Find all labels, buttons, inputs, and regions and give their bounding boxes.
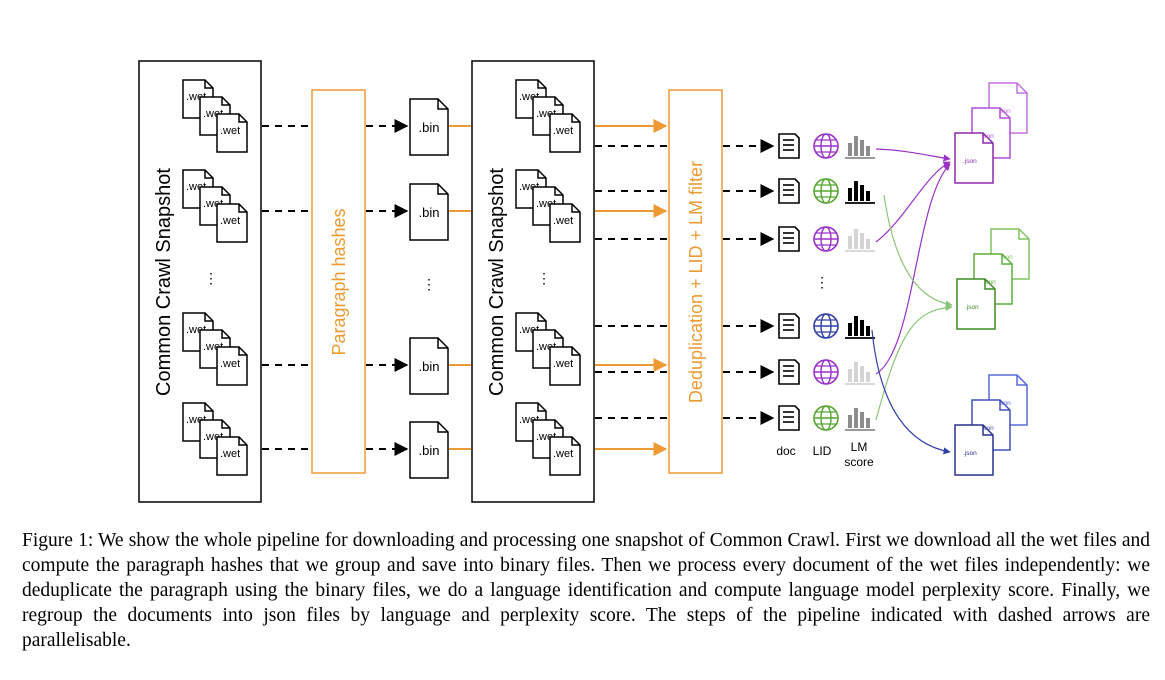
processed-row <box>778 359 875 385</box>
regroup-curve <box>871 329 951 455</box>
ellipsis-right: ⋮ <box>537 270 551 286</box>
ellipsis-bin: ⋮ <box>422 276 436 292</box>
wet-file-stacks-left: .wet.wet.wet.wet.wet.wet.wet.wet.wet.wet… <box>182 79 248 476</box>
bar-chart-bar <box>866 239 870 249</box>
file-icon <box>954 424 994 476</box>
wet-file-stacks-right: .wet.wet.wet.wet.wet.wet.wet.wet.wet.wet… <box>515 79 581 476</box>
snapshot-label-right: Common Crawl Snapshot <box>486 168 508 396</box>
json-label: .json <box>963 158 977 165</box>
doc-column-label: doc <box>776 444 795 458</box>
regroup-curves <box>871 148 953 455</box>
file-label: .wet <box>553 125 573 137</box>
file-icon <box>409 337 449 395</box>
bin-label: .bin <box>419 205 440 220</box>
bar-chart-bar <box>860 233 864 249</box>
score-column-label: score <box>844 455 874 469</box>
bar-chart-bar <box>860 185 864 201</box>
bar-chart-bar <box>848 188 852 201</box>
bar-chart-bar <box>854 136 858 156</box>
json-label: .json <box>963 450 977 457</box>
bar-chart-bar <box>866 146 870 156</box>
bin-files: .bin .bin .bin .bin <box>409 98 449 479</box>
file-label: .wet <box>220 448 240 460</box>
file-icon <box>409 98 449 156</box>
ellipsis-left: ⋮ <box>204 270 218 286</box>
file-label: .wet <box>220 125 240 137</box>
file-label: .wet <box>553 358 573 370</box>
file-label: .wet <box>220 215 240 227</box>
json-label: .json <box>965 304 979 311</box>
file-icon <box>549 346 581 386</box>
lid-column-label: LID <box>813 444 832 458</box>
file-icon <box>216 436 248 476</box>
file-icon <box>216 203 248 243</box>
bin-label: .bin <box>419 359 440 374</box>
bar-chart-bar <box>848 369 852 382</box>
json-file-stacks: .json.json.json.json.json.json.json.json… <box>954 82 1030 476</box>
bar-chart-bar <box>854 229 858 249</box>
regroup-curve <box>875 163 951 375</box>
regroup-curve <box>875 148 951 162</box>
file-icon <box>956 278 996 330</box>
file-icon <box>549 113 581 153</box>
snapshot-box-left <box>138 60 262 503</box>
paragraph-hashes-label: Paragraph hashes <box>329 208 349 355</box>
bar-chart-bar <box>860 320 864 336</box>
bar-chart-bar <box>866 191 870 201</box>
bar-chart-bar <box>854 362 858 382</box>
file-icon <box>409 183 449 241</box>
processed-row <box>778 405 875 431</box>
document-icon <box>778 313 800 339</box>
document-icon <box>778 178 800 204</box>
bar-chart-bar <box>860 412 864 428</box>
dedup-filter-label: Deduplication + LID + LM filter <box>686 161 706 403</box>
file-icon <box>216 113 248 153</box>
bar-chart-bar <box>866 418 870 428</box>
dedup-filter-box <box>668 89 723 474</box>
bar-chart-bar <box>866 326 870 336</box>
file-icon <box>549 436 581 476</box>
bar-chart-bar <box>848 415 852 428</box>
pipeline-arrows <box>262 119 775 456</box>
processed-rows <box>778 133 875 431</box>
document-icon <box>778 405 800 431</box>
bar-chart-bar <box>854 408 858 428</box>
file-label: .wet <box>553 448 573 460</box>
processed-row <box>778 226 875 252</box>
snapshot-box-right <box>471 60 595 503</box>
file-icon <box>954 132 994 184</box>
bin-label: .bin <box>419 443 440 458</box>
paragraph-hashes-box <box>311 89 366 474</box>
bin-label: .bin <box>419 120 440 135</box>
ellipsis-processed: ⋮ <box>815 274 829 290</box>
bar-chart-bar <box>860 140 864 156</box>
document-icon <box>778 226 800 252</box>
file-icon <box>549 203 581 243</box>
file-icon <box>216 346 248 386</box>
processed-row <box>778 313 875 339</box>
regroup-curve <box>875 303 953 421</box>
document-icon <box>778 133 800 159</box>
bar-chart-bar <box>848 143 852 156</box>
document-icon <box>778 359 800 385</box>
bar-chart-bar <box>848 323 852 336</box>
bar-chart-bar <box>866 372 870 382</box>
snapshot-label-left: Common Crawl Snapshot <box>153 168 175 396</box>
bar-chart-bar <box>854 316 858 336</box>
processed-row <box>778 133 875 159</box>
lm-column-label: LM <box>851 440 868 454</box>
figure-caption: Figure 1: We show the whole pipeline for… <box>22 530 1150 651</box>
regroup-curve <box>875 161 951 243</box>
processed-row <box>778 178 875 204</box>
pipeline-diagram: Common Crawl Snapshot .wet .wet .wet .wet .w… <box>138 60 1030 503</box>
file-icon <box>409 421 449 479</box>
bar-chart-bar <box>854 181 858 201</box>
bar-chart-bar <box>848 236 852 249</box>
regroup-curve <box>883 194 953 308</box>
file-label: .wet <box>220 358 240 370</box>
file-label: .wet <box>553 215 573 227</box>
bar-chart-bar <box>860 366 864 382</box>
